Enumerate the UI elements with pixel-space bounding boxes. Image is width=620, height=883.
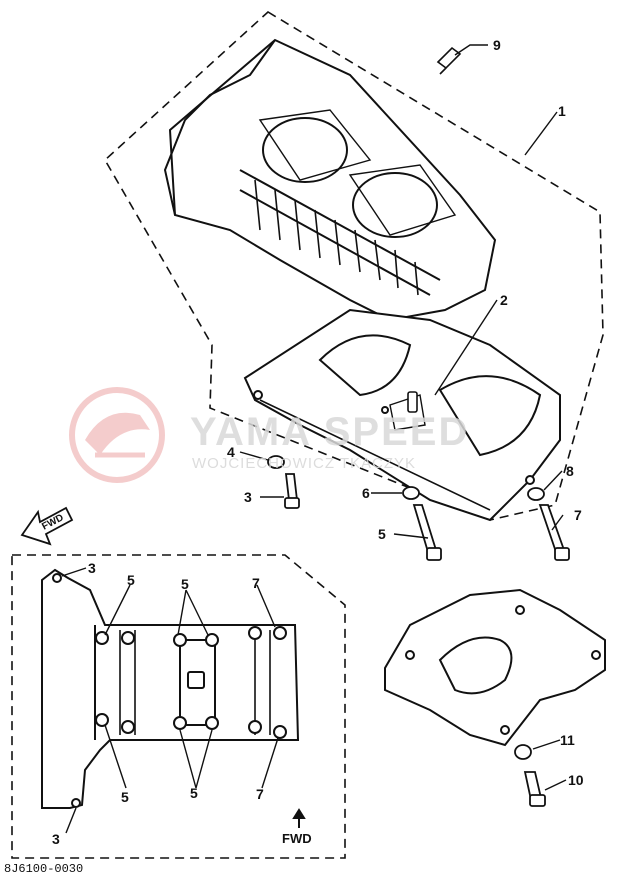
callout-3-upper: 3 [244,489,252,505]
dowel-pin [407,391,418,413]
callout-1: 1 [558,103,566,119]
callout-9: 9 [493,37,501,53]
watermark-logo [69,387,165,483]
callout-6: 6 [362,485,370,501]
callout-5-upper: 5 [378,526,386,542]
leader-lines [61,44,567,834]
fwd-arrow-icon: FWD [20,506,74,546]
callout-3-bottom-top: 3 [88,560,96,576]
fwd-up-arrow-icon [292,808,306,828]
washers [267,455,545,760]
watermark-subtitle: WOJCIECHOWICZ TKACZYK [192,455,417,472]
callout-3-bottom-lower: 3 [52,831,60,847]
plug-bolt [436,46,462,75]
engine-mount-bracket [384,588,606,747]
callout-11: 11 [560,732,575,748]
callout-5-bottom-center: 5 [181,576,189,592]
watermark-title: YAMA SPEED [190,410,470,454]
callout-2: 2 [500,292,508,308]
callout-7-upper: 7 [574,507,582,523]
bolts [284,473,570,807]
bottom-view-outline [11,554,346,859]
callout-7-bottom-lower: 7 [256,786,264,802]
document-code: 8J6100-0030 [4,862,84,876]
fwd-label: FWD [282,831,312,846]
upper-crankcase [163,38,497,322]
callout-5-bottom-lower-center: 5 [190,785,198,801]
callout-5-bottom-left: 5 [127,572,135,588]
callout-8: 8 [566,463,574,479]
callout-7-bottom-top: 7 [252,575,260,591]
callout-10: 10 [568,772,584,788]
callout-5-bottom-lower-left: 5 [121,789,129,805]
bottom-view-crankcase [41,568,300,809]
callout-4: 4 [227,444,235,460]
